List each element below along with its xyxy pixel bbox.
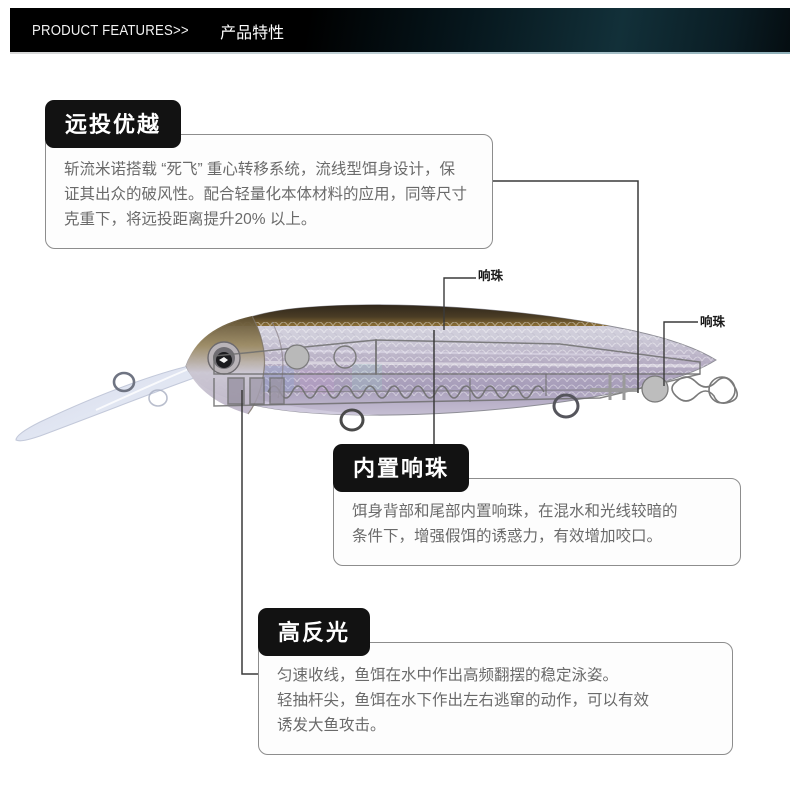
rattle-label-tail: 响珠 bbox=[700, 315, 726, 329]
callout-3-line-2: 轻抽杆尖，鱼饵在水下作出左右逃窜的动作，可以有效 bbox=[277, 692, 650, 710]
lure-eye bbox=[207, 341, 241, 375]
lure-illustration bbox=[15, 304, 738, 442]
rattle-leader-line-dorsal bbox=[443, 277, 476, 330]
rattle-leader-line-tail bbox=[663, 321, 698, 386]
belly-hook-hanger bbox=[339, 408, 365, 432]
diving-lip bbox=[15, 363, 207, 442]
lure-body bbox=[185, 304, 717, 416]
tail-rattle-bead bbox=[641, 375, 669, 403]
callout-2-title: 内置响珠 bbox=[333, 444, 470, 492]
callout-box-far-casting: 远投优越 斩流米诺搭载 “死飞” 重心转移系统，流线型饵身设计，保 证其出众的破… bbox=[45, 100, 493, 250]
page-header: PRODUCT FEATURES>> 产品特性 bbox=[10, 8, 790, 53]
header-chinese-title: 产品特性 bbox=[220, 24, 285, 42]
callout-1-line-1: 斩流米诺搭载 “死飞” 重心转移系统，流线型饵身设计，保 bbox=[64, 161, 455, 178]
line-tie-eyelet bbox=[112, 371, 168, 407]
callout-2-line-2: 条件下，增强假饵的诱惑力，有效增加咬口。 bbox=[352, 528, 663, 546]
dorsal-rattle-bead-secondary bbox=[333, 345, 357, 369]
callout-3-line-1: 匀速收线，鱼饵在水中作出高频翻摆的稳定泳姿。 bbox=[277, 667, 619, 684]
callout-2-body: 饵身背部和尾部内置响珠，在混水和光线较暗的 条件下，增强假饵的诱惑力，有效增加咬… bbox=[333, 478, 741, 567]
connector-callout-2 bbox=[433, 330, 435, 448]
callout-1-title: 远投优越 bbox=[45, 100, 182, 148]
header-english-title: PRODUCT FEATURES>> bbox=[32, 22, 189, 39]
tail-hook-hanger bbox=[671, 376, 738, 404]
callout-3-body: 匀速收线，鱼饵在水中作出高频翻摆的稳定泳姿。 轻抽杆尖，鱼饵在水下作出左右逃窜的… bbox=[258, 642, 733, 756]
callout-3-title: 高反光 bbox=[258, 608, 371, 656]
rear-belly-hook-hanger bbox=[552, 393, 580, 419]
callout-box-high-reflection: 高反光 匀速收线，鱼饵在水中作出高频翻摆的稳定泳姿。 轻抽杆尖，鱼饵在水下作出左… bbox=[258, 608, 733, 756]
callout-1-line-3: 克重下，将远投距离提升20% 以上。 bbox=[64, 211, 317, 229]
callout-2-line-1: 饵身背部和尾部内置响珠，在混水和光线较暗的 bbox=[352, 503, 678, 520]
rattle-label-dorsal: 响珠 bbox=[478, 269, 504, 283]
callout-box-built-in-rattle: 内置响珠 饵身背部和尾部内置响珠，在混水和光线较暗的 条件下，增强假饵的诱惑力，… bbox=[333, 444, 741, 567]
callout-1-line-2: 证其出众的破风性。配合轻量化本体材料的应用，同等尺寸 bbox=[64, 186, 468, 204]
callout-1-body: 斩流米诺搭载 “死飞” 重心转移系统，流线型饵身设计，保 证其出众的破风性。配合… bbox=[45, 134, 493, 250]
connector-callout-1 bbox=[490, 180, 639, 393]
callout-3-line-3: 诱发大鱼攻击。 bbox=[277, 717, 386, 735]
dorsal-rattle-bead bbox=[284, 344, 310, 370]
header-underline bbox=[10, 52, 790, 54]
